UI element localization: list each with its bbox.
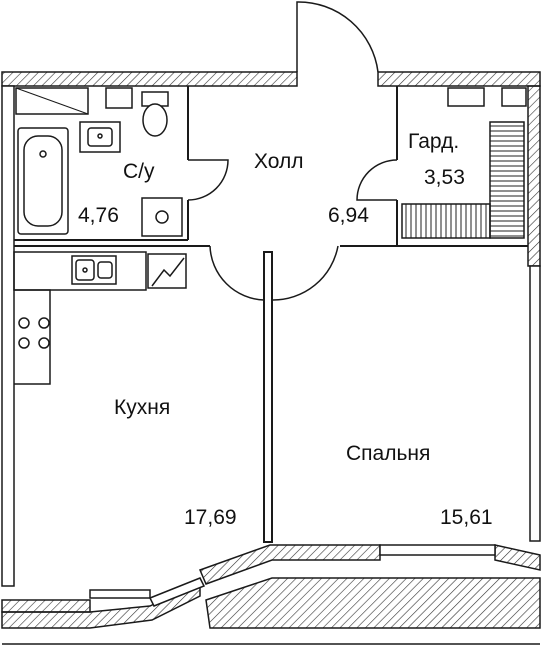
kitchen-sink-bowl-2 bbox=[97, 261, 113, 279]
vent-box-4 bbox=[501, 87, 527, 107]
vent-box-1-line bbox=[15, 87, 89, 115]
room-name-bedroom: Спальня bbox=[346, 442, 430, 465]
vent-box-2 bbox=[105, 87, 133, 109]
stove bbox=[18, 317, 50, 349]
entrance-door bbox=[296, 1, 379, 73]
room-labels: С/у 4,76 Холл 6,94 Гард. 3,53 Кухня 17,6… bbox=[78, 130, 493, 529]
partition-kitchen-bedroom bbox=[263, 251, 273, 543]
room-name-wardrobe: Гард. bbox=[408, 130, 459, 153]
bedroom-door bbox=[271, 245, 339, 301]
wardrobe-shelf-horizontal bbox=[401, 203, 491, 239]
room-area-kitchen: 17,69 bbox=[184, 506, 237, 529]
bottom-wall-right bbox=[494, 544, 541, 571]
left-wall bbox=[1, 85, 15, 587]
boiler-symbol bbox=[151, 257, 185, 287]
bath-sink bbox=[79, 121, 121, 153]
bottom-wall-center bbox=[198, 544, 381, 585]
windows bbox=[89, 544, 496, 607]
room-name-kitchen: Кухня bbox=[114, 396, 170, 419]
bathtub-drain bbox=[39, 150, 47, 158]
window-bedroom bbox=[379, 544, 496, 556]
kitchen-counter-side bbox=[14, 289, 51, 385]
window-kitchen-corner bbox=[148, 577, 206, 607]
bottom-wall-left-lower bbox=[1, 580, 201, 629]
exterior-walls bbox=[1, 71, 541, 645]
boiler bbox=[147, 253, 187, 289]
room-area-wardrobe: 3,53 bbox=[424, 166, 465, 189]
room-area-hall: 6,94 bbox=[328, 204, 369, 227]
kitchen-sink-drain bbox=[82, 267, 88, 273]
vent-box-3 bbox=[447, 87, 485, 107]
bottom-wall-left bbox=[1, 599, 91, 613]
fixtures bbox=[13, 87, 527, 385]
bath-sink-drain bbox=[97, 133, 103, 139]
room-name-bathroom: С/у bbox=[123, 160, 155, 183]
right-wall-lower bbox=[529, 265, 541, 542]
window-kitchen bbox=[89, 589, 151, 599]
toilet-bowl bbox=[142, 103, 168, 137]
wardrobe-shelf-vertical bbox=[489, 121, 525, 239]
bath-door bbox=[187, 159, 229, 201]
kitchen-counter-top bbox=[13, 251, 147, 291]
kitchen-door bbox=[209, 245, 265, 301]
interior-walls bbox=[14, 86, 528, 543]
room-area-bedroom: 15,61 bbox=[440, 506, 493, 529]
bottom-wall-outer bbox=[205, 577, 541, 629]
top-wall-right bbox=[377, 71, 541, 87]
room-name-hall: Холл bbox=[254, 150, 304, 173]
room-area-bathroom: 4,76 bbox=[78, 204, 119, 227]
doors bbox=[187, 1, 398, 301]
bathtub-inner bbox=[23, 135, 63, 227]
right-wall bbox=[527, 85, 541, 267]
ward-door bbox=[356, 159, 398, 201]
washing-machine-drum bbox=[155, 210, 169, 224]
top-wall-left bbox=[1, 71, 298, 87]
